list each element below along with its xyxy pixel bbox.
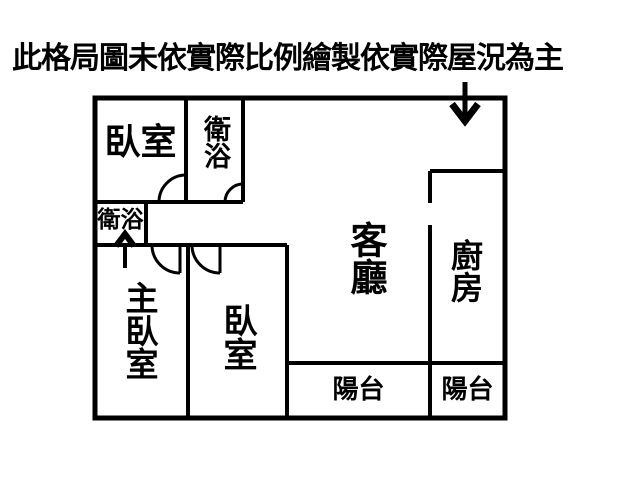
room-label-kitchen: 廚房 <box>447 239 483 303</box>
disclaimer-title: 此格局圖未依實際比例繪製依實際屋況為主 <box>12 42 564 75</box>
room-label-bathroom-top: 衛浴 <box>200 115 230 169</box>
entry-arrow-head <box>449 101 481 127</box>
room-label-living-room: 客廳 <box>345 221 386 295</box>
door-arc-bedroom-lower <box>190 244 222 275</box>
room-label-bedroom-lower: 臥室 <box>218 303 256 371</box>
room-label-balcony-right: 陽台 <box>441 374 494 404</box>
door-arc-bedroom-top <box>157 173 187 203</box>
room-label-balcony-left: 陽台 <box>332 374 385 404</box>
bathroom-access-arrow-icon <box>113 229 137 268</box>
room-label-bedroom-top: 臥室 <box>104 121 177 162</box>
room-label-bathroom-small: 衛浴 <box>97 206 144 232</box>
bathroom-arrow-head <box>113 229 137 248</box>
outer-wall <box>92 95 508 421</box>
room-label-master-bedroom: 主臥室 <box>121 281 158 380</box>
door-arc-bathroom-top <box>223 182 244 203</box>
door-arc-master-bedroom <box>150 244 182 275</box>
entry-arrow-icon <box>449 82 481 127</box>
doors <box>150 173 244 275</box>
